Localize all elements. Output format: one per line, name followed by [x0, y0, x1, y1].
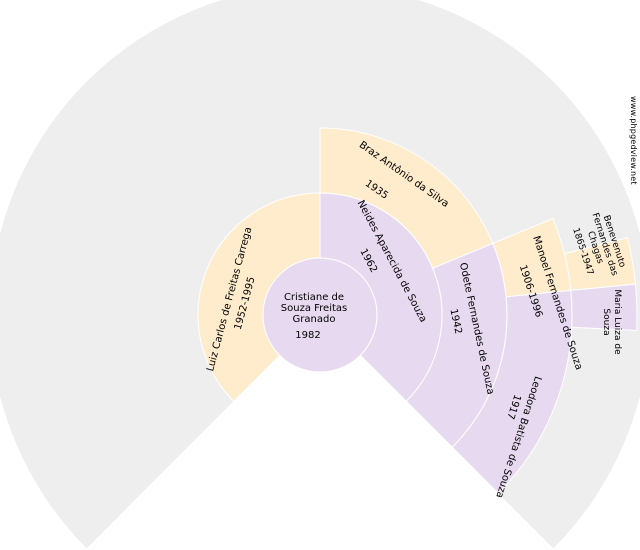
root-years: 1982	[295, 330, 320, 341]
segment-mf[interactable]	[319, 127, 494, 269]
ancestor-segments	[197, 127, 638, 494]
root-name-line-1: Cristiane de	[284, 292, 344, 303]
great-great-grandmother-name-1: Maria Luiza de	[612, 289, 622, 355]
maternal-grandmother-years: 1942	[447, 308, 463, 335]
great-great-grandmother-label: Maria Luiza de Souza	[601, 289, 622, 355]
root-person-circle[interactable]	[262, 257, 378, 373]
segment-mmff[interactable]	[563, 237, 637, 291]
site-watermark: www.phpgedview.net	[629, 96, 638, 185]
root-name-line-2: Souza Freitas	[281, 303, 347, 314]
root-name-line-3: Granado	[293, 314, 336, 325]
root-person-label: Cristiane de Souza Freitas Granado 1982	[281, 292, 347, 341]
great-great-grandmother-name-2: Souza	[601, 308, 611, 335]
segment-mmfm[interactable]	[570, 283, 638, 332]
